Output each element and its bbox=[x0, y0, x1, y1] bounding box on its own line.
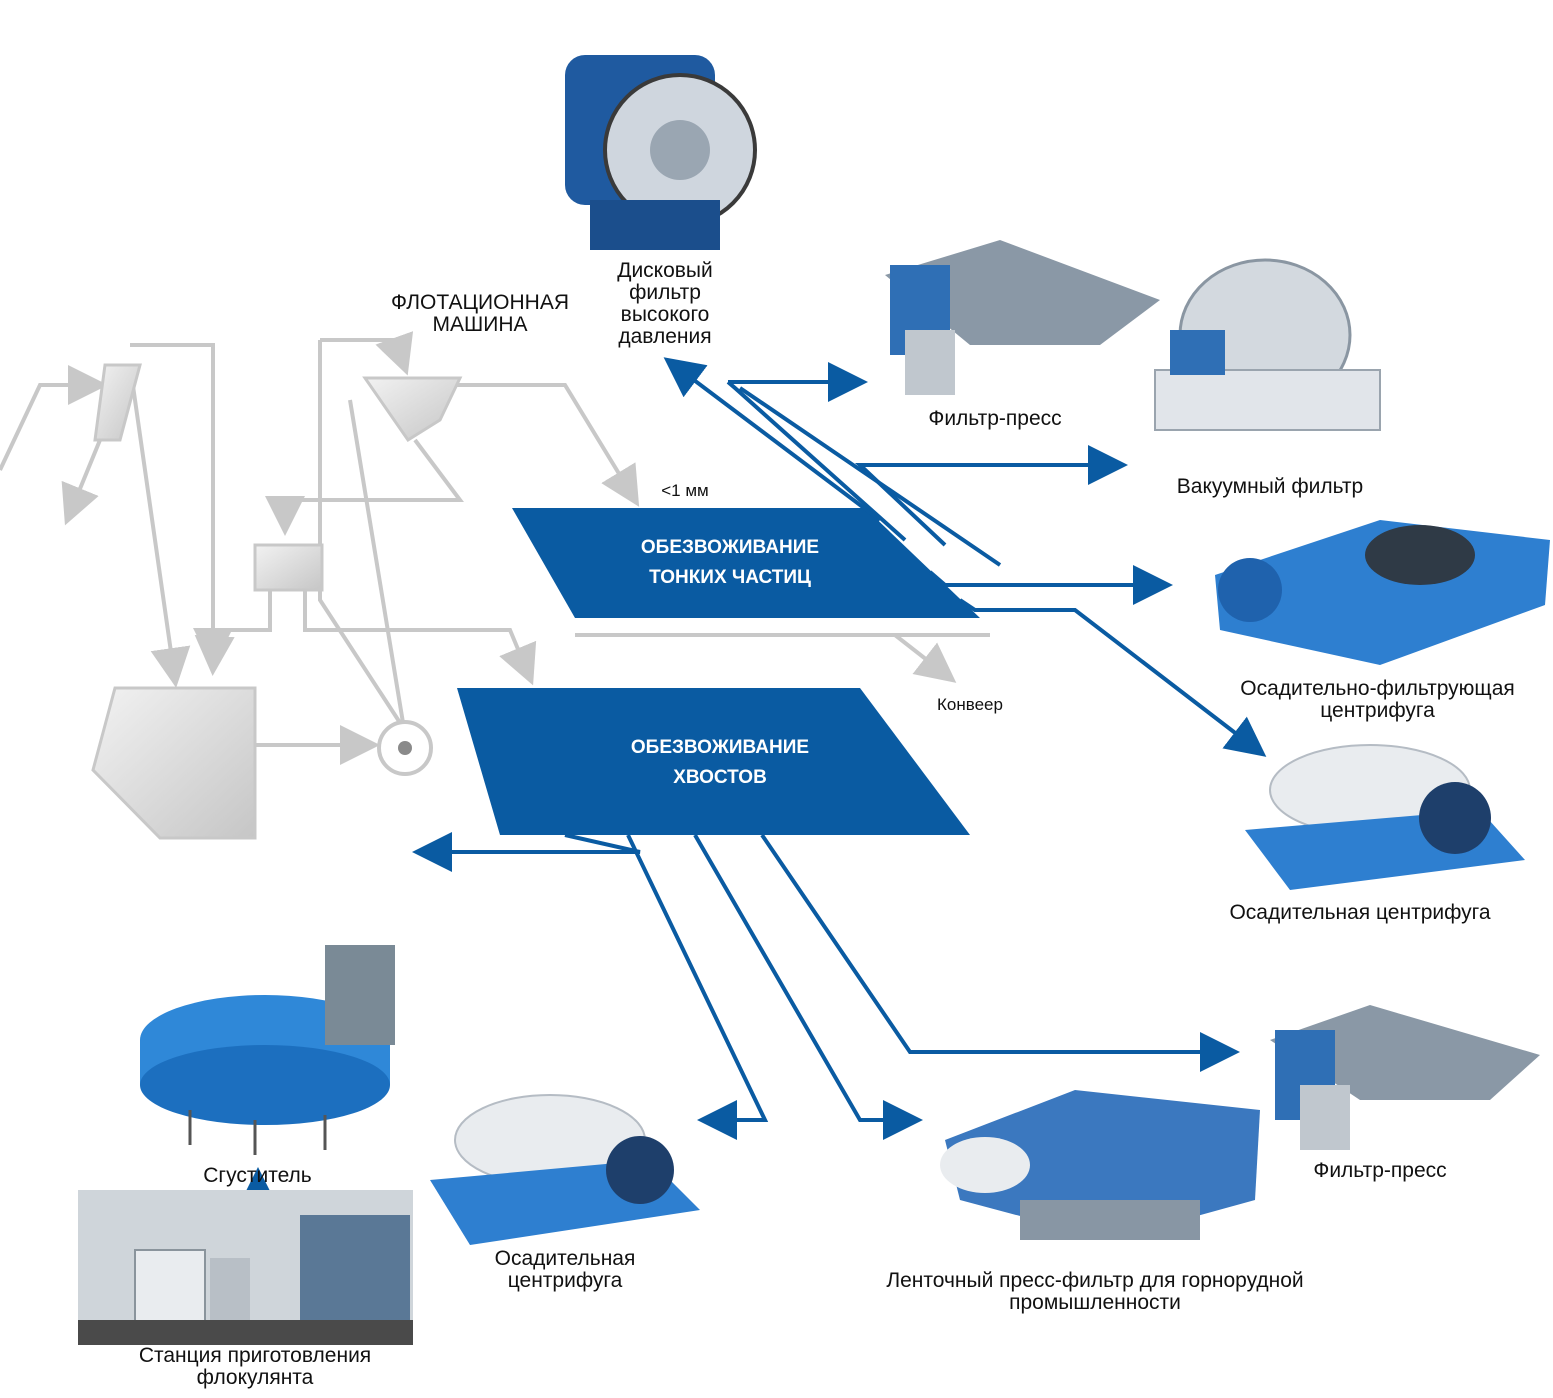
decanter-bottom-label: Осадительная центрифуга bbox=[494, 1247, 636, 1292]
flow-line bbox=[320, 331, 414, 376]
arrow-to-belt-press bbox=[693, 833, 923, 1140]
filter-press-bottom-label: Фильтр-пресс bbox=[1313, 1159, 1447, 1182]
filter-press-top-label: Фильтр-пресс bbox=[928, 407, 1062, 430]
flow-line bbox=[0, 365, 108, 471]
size-label: <1 мм bbox=[661, 481, 709, 500]
flow-line bbox=[128, 364, 191, 688]
decanter-right-label: Осадительная центрифуга bbox=[1229, 901, 1491, 924]
plant-photo bbox=[78, 1190, 413, 1345]
flocculant-station-label: Станция приготовления флокулянта bbox=[138, 1344, 372, 1389]
screen-bowl-centrifuge-label: Осадительно-фильтрующая центрифуга bbox=[1240, 677, 1515, 722]
arrow-to-filter-press-bottom bbox=[760, 833, 1240, 1072]
flow-line bbox=[61, 439, 102, 526]
flow-line bbox=[455, 383, 640, 507]
flow-line bbox=[318, 340, 410, 737]
fine-particles-title: ОБЕЗВОЖИВАНИЕ ТОНКИХ ЧАСТИЦ bbox=[640, 537, 820, 588]
belt-press-label: Ленточный пресс-фильтр для горнорудной п… bbox=[886, 1269, 1304, 1314]
centrifuge-photo bbox=[1215, 520, 1550, 665]
pump-center bbox=[398, 741, 412, 755]
bin-shape bbox=[91, 686, 257, 840]
tailings-block bbox=[457, 688, 970, 835]
thickener-photo bbox=[140, 945, 395, 1155]
flotation-label: ФЛОТАЦИОННАЯ МАШИНА bbox=[391, 291, 569, 336]
arrow-to-disc-filter bbox=[663, 357, 882, 522]
flow-line bbox=[194, 590, 272, 676]
decanter-photo bbox=[1245, 744, 1525, 890]
arrow-to-decanter-bottom bbox=[626, 834, 769, 1140]
filter-press-photo bbox=[1270, 1005, 1540, 1150]
vacuum-filter-photo bbox=[1154, 258, 1381, 431]
arrow-to-vacuum-filter bbox=[854, 445, 1128, 547]
tank-shape bbox=[253, 543, 324, 592]
disc-filter-photo bbox=[565, 55, 757, 250]
arrow-to-decanter bbox=[958, 598, 1267, 757]
flow-line bbox=[893, 633, 957, 683]
arrow-to-thickener bbox=[412, 832, 641, 872]
decanter-photo bbox=[430, 1094, 700, 1245]
thickener-label: Сгуститель bbox=[203, 1164, 312, 1187]
conveyor-label: Конвеер bbox=[937, 695, 1003, 714]
flow-line-blue bbox=[738, 386, 1002, 567]
flow-line bbox=[265, 438, 464, 536]
flotation-cell-shape bbox=[362, 376, 463, 443]
belt-press-photo bbox=[940, 1090, 1260, 1240]
cyclone-shape bbox=[93, 363, 142, 442]
filter-press-photo bbox=[885, 240, 1160, 395]
vacuum-filter-label: Вакуумный фильтр bbox=[1176, 475, 1364, 498]
tailings-title: ОБЕЗВОЖИВАНИЕ ХВОСТОВ bbox=[630, 737, 810, 788]
fine-particles-block bbox=[512, 508, 980, 618]
flow-line bbox=[303, 590, 537, 686]
arrow-to-centrifuge bbox=[928, 565, 1173, 605]
flow-line bbox=[348, 399, 407, 736]
disc-filter-label: Дисковый фильтр высокого давления bbox=[617, 259, 713, 348]
